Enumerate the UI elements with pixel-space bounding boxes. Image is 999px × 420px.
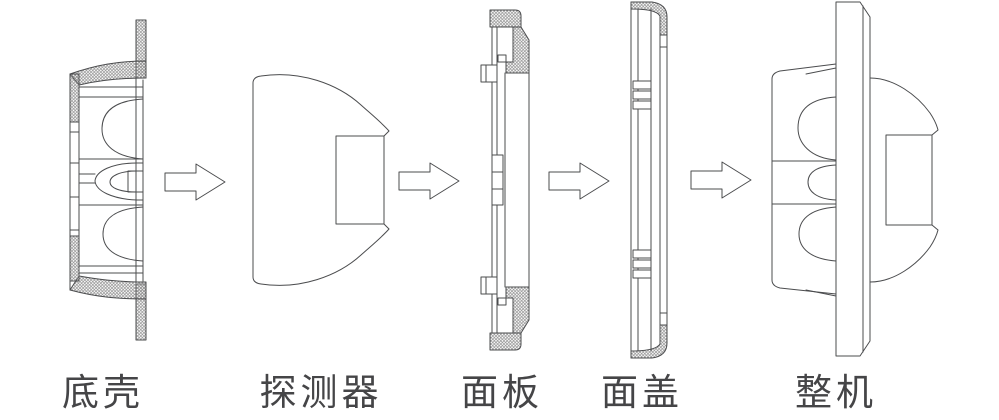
arrow-right-icon bbox=[690, 161, 752, 199]
arrow-right-icon bbox=[548, 162, 610, 200]
face-cover-drawing bbox=[630, 1, 668, 359]
part-label-complete-unit: 整机 bbox=[795, 372, 877, 413]
part-label-face-cover: 面盖 bbox=[601, 372, 683, 413]
arrow-right-icon bbox=[398, 162, 460, 200]
part-label-panel: 面板 bbox=[461, 372, 543, 413]
part-label-bottom-shell: 底壳 bbox=[62, 372, 144, 413]
complete-unit-drawing bbox=[771, 1, 939, 357]
part-label-detector: 探测器 bbox=[259, 372, 383, 413]
arrow-right-icon bbox=[164, 163, 226, 201]
panel-drawing bbox=[480, 9, 530, 351]
detector-drawing bbox=[252, 74, 390, 286]
bottom-shell-drawing bbox=[69, 19, 147, 341]
